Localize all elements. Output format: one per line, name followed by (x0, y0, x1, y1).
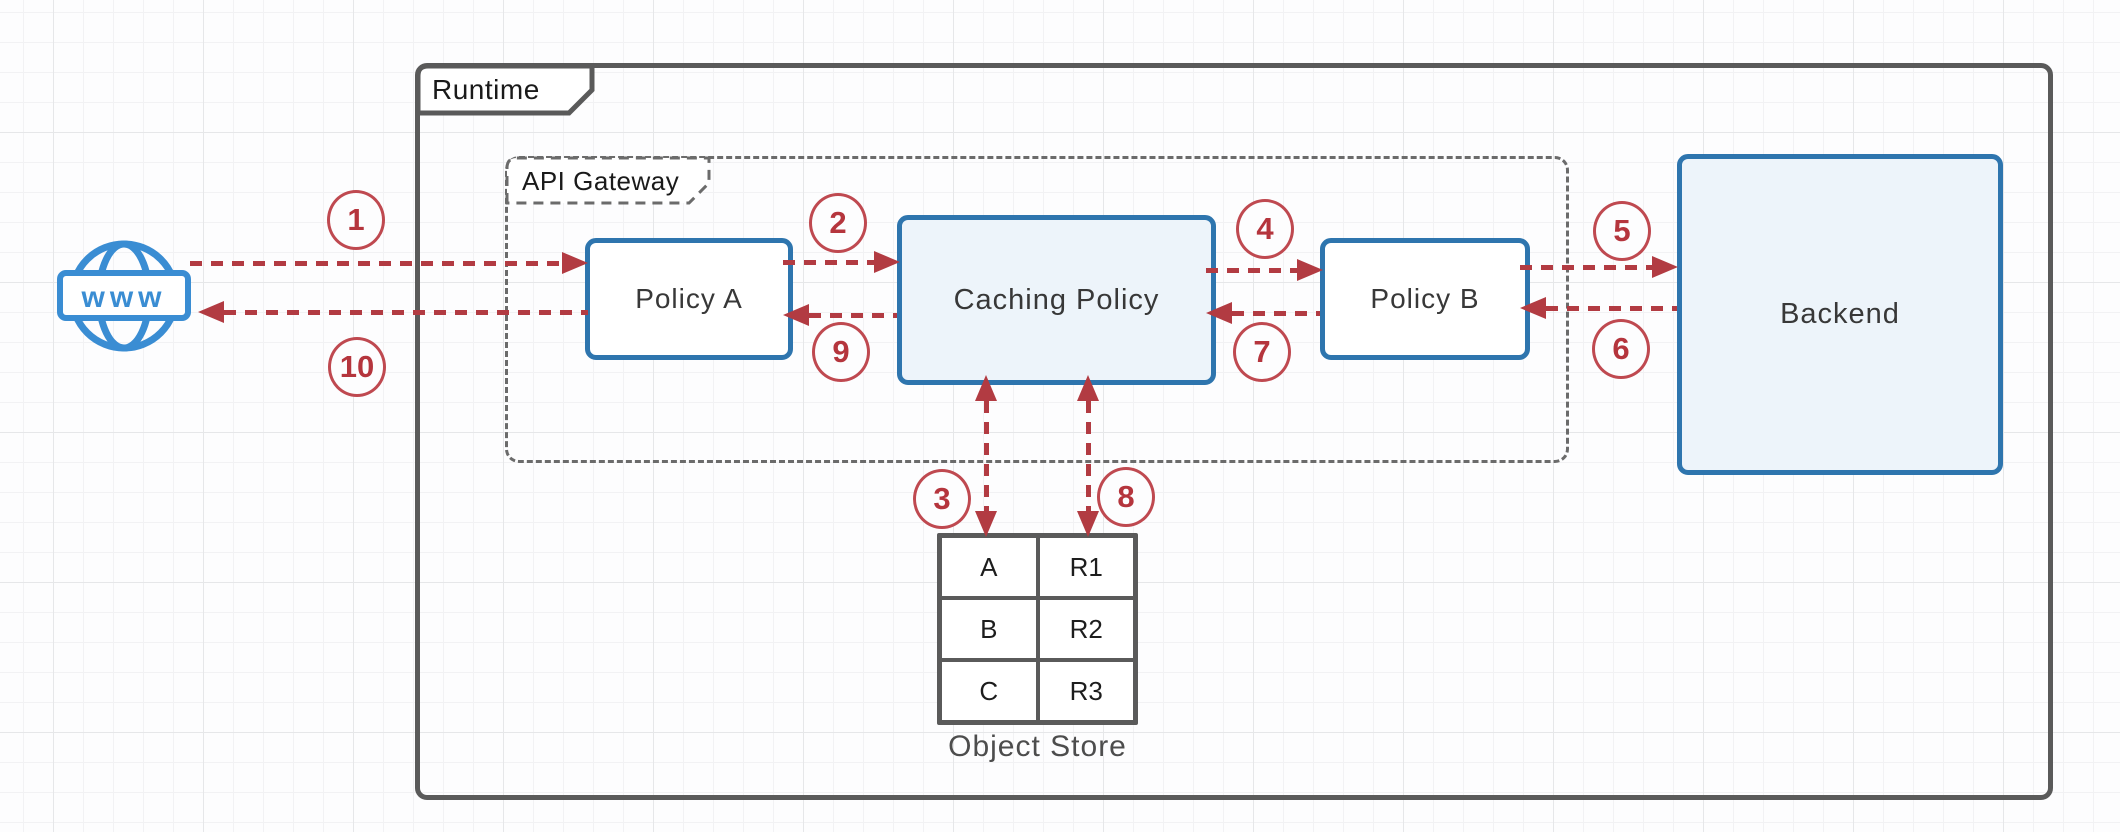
www-banner-label: www (80, 281, 166, 314)
api-gateway-label: API Gateway (522, 166, 680, 196)
step-badge-10: 10 (328, 337, 386, 397)
node-policy-a-label: Policy A (635, 283, 743, 314)
step-badge-1: 1 (327, 190, 385, 250)
step-badge-6: 6 (1592, 319, 1650, 379)
runtime-label: Runtime (432, 74, 540, 105)
arrowhead-left-icon (783, 304, 809, 326)
arrowhead-right-icon (874, 251, 900, 273)
api-gateway-tab (505, 156, 711, 205)
step-badge-3: 3 (913, 469, 971, 529)
arrowhead-left-icon (1520, 297, 1546, 319)
arrow-caching-to-policy-b (1206, 268, 1299, 273)
table-cell: A (942, 538, 1036, 596)
arrow-policy-a-to-www (224, 310, 588, 315)
arrow-caching-to-object-store (984, 401, 989, 513)
node-backend: Backend (1677, 154, 2003, 475)
arrow-policy-b-to-caching (1232, 311, 1320, 316)
node-policy-b: Policy B (1320, 238, 1530, 360)
arrowhead-left-icon (198, 301, 224, 323)
step-badge-8: 8 (1097, 467, 1155, 527)
arrow-backend-to-policy-b (1546, 306, 1677, 311)
step-badge-2: 2 (809, 193, 867, 253)
arrow-caching-to-policy-a (809, 313, 897, 318)
table-cell: R2 (1039, 600, 1133, 658)
node-policy-b-label: Policy B (1370, 283, 1480, 314)
node-policy-a: Policy A (585, 238, 793, 360)
runtime-tab (415, 63, 595, 116)
arrowhead-up-icon (1077, 375, 1099, 401)
node-caching-policy: Caching Policy (897, 215, 1216, 385)
arrowhead-down-icon (1077, 511, 1099, 537)
arrowhead-right-icon (1652, 256, 1678, 278)
runtime-container (415, 63, 2053, 800)
node-backend-label: Backend (1780, 298, 1900, 330)
object-store-table: A R1 B R2 C R3 (937, 533, 1138, 725)
internet-globe-icon: www (57, 240, 191, 352)
arrowhead-right-icon (1297, 259, 1323, 281)
arrowhead-right-icon (562, 252, 588, 274)
arrow-policy-a-to-caching (783, 260, 876, 265)
arrow-object-store-to-caching (1086, 401, 1091, 513)
table-cell: C (942, 662, 1036, 720)
node-caching-policy-label: Caching Policy (953, 283, 1160, 316)
step-badge-4: 4 (1236, 199, 1294, 259)
arrow-www-to-policy-a (190, 261, 562, 266)
step-badge-7: 7 (1233, 322, 1291, 382)
table-cell: R1 (1039, 538, 1133, 596)
arrowhead-up-icon (975, 375, 997, 401)
arrowhead-left-icon (1206, 302, 1232, 324)
arrowhead-down-icon (975, 511, 997, 537)
table-cell: B (942, 600, 1036, 658)
step-badge-9: 9 (812, 322, 870, 382)
object-store-caption: Object Store (948, 730, 1127, 763)
table-cell: R3 (1039, 662, 1133, 720)
step-badge-5: 5 (1593, 201, 1651, 261)
arrow-policy-b-to-backend (1520, 265, 1654, 270)
